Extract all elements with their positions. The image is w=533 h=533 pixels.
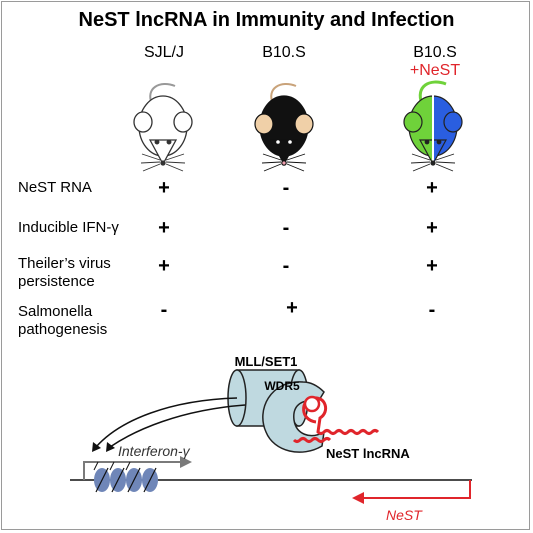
nucleosomes (93, 461, 158, 493)
cell-salmonella-b10s: + (286, 297, 298, 319)
black-mouse-icon (254, 83, 314, 172)
nest-gene-arrow (362, 480, 471, 499)
regulation-arrow-1 (95, 397, 238, 448)
cell-ifn-b10s: - (282, 217, 290, 239)
row-label-nest-rna: NeST RNA (18, 179, 92, 196)
interferon-gamma-label: Interferon-γ (118, 443, 191, 459)
cell-ifn-b10s-nest: + (426, 217, 438, 239)
strain-label-sjlj: SJL/J (143, 44, 184, 61)
cell-salmonella-sjlj: - (160, 299, 168, 321)
figure-title: NeST lncRNA in Immunity and Infection (78, 9, 455, 31)
wdr5-label: WDR5 (264, 379, 300, 393)
nest-gene-label: NeST (386, 507, 423, 523)
strain-label-b10s: B10.S (262, 44, 306, 61)
ifn-gene-arrow (83, 461, 182, 480)
cell-ifn-sjlj: + (158, 217, 170, 239)
strain-sublabel-nest: +NeST (409, 62, 461, 79)
arrowhead-1-icon (92, 442, 101, 452)
cell-nest-rna-b10s: - (282, 177, 290, 199)
rna-loop (303, 395, 321, 413)
cell-theiler-b10s: - (282, 255, 290, 277)
row-label-inducible-ifn: Inducible IFN-γ (18, 219, 119, 236)
cell-salmonella-b10s-nest: - (428, 299, 436, 321)
transgenic-mouse-icon (403, 80, 463, 172)
arrowhead-2-icon (106, 442, 115, 452)
cell-theiler-b10s-nest: + (426, 255, 438, 277)
nest-gene-arrowhead-icon (352, 492, 364, 504)
nest-lncrna-label: NeST lncRNA (326, 446, 410, 461)
mll-set1-label: MLL/SET1 (235, 354, 298, 369)
cell-nest-rna-b10s-nest: + (426, 177, 438, 199)
cell-nest-rna-sjlj: + (158, 177, 170, 199)
nest-lncrna-strand (292, 396, 380, 443)
cell-theiler-sjlj: + (158, 255, 170, 277)
white-mouse-icon (133, 83, 193, 172)
strain-label-b10s-nest: B10.S (413, 44, 457, 61)
ifn-gene-arrowhead-icon (180, 456, 192, 468)
regulation-arrow-2 (109, 404, 246, 448)
